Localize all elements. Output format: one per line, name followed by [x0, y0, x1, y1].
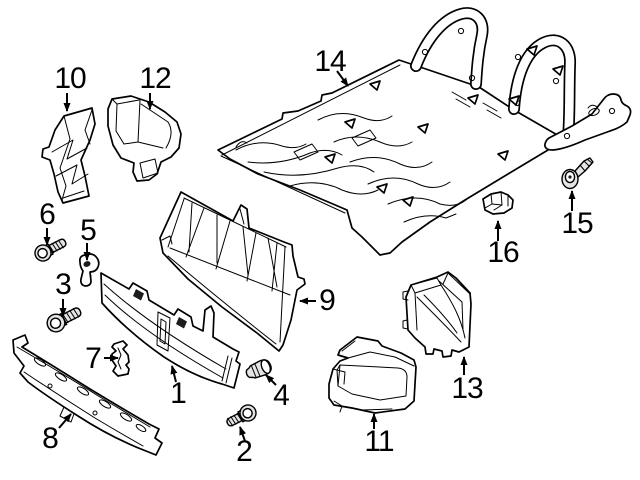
callout-8-arrow [58, 413, 72, 429]
part-5-clip-drawing [79, 253, 100, 287]
callout-label-15: 15 [561, 207, 593, 240]
callout-2-arrow [239, 426, 246, 442]
callout-label-9: 9 [319, 284, 336, 317]
part-3-screw-drawing [46, 307, 82, 333]
callout-label-3: 3 [55, 268, 72, 301]
callout-label-5: 5 [80, 214, 97, 247]
part-11-drawing [328, 336, 417, 414]
callout-4-arrow [265, 374, 277, 386]
part-15-rivet-drawing [561, 157, 594, 190]
part-9-drawing [159, 191, 306, 352]
callout-label-8: 8 [42, 422, 59, 455]
callout-label-11: 11 [364, 425, 394, 458]
callout-label-2: 2 [236, 435, 253, 468]
callout-1-arrow [170, 365, 178, 383]
part-2-screw-drawing [226, 404, 257, 427]
callout-label-16: 16 [487, 236, 519, 269]
callout-label-10: 10 [54, 62, 86, 95]
part-7-bracket-drawing [111, 340, 130, 377]
callout-14-arrow [336, 70, 349, 87]
callout-label-4: 4 [273, 379, 290, 412]
callout-label-1: 1 [170, 377, 187, 410]
callout-label-6: 6 [39, 198, 56, 231]
part-1-drawing [100, 272, 241, 389]
part-12-drawing [107, 95, 182, 182]
part-6-screw-drawing [34, 238, 67, 262]
callout-label-7: 7 [85, 342, 102, 375]
part-14-drawing [217, 7, 632, 256]
callout-label-14: 14 [314, 45, 346, 78]
part-13-drawing [402, 271, 472, 358]
callout-label-12: 12 [139, 62, 171, 95]
callout-arrows [43, 70, 576, 442]
part-16-clip-drawing [482, 191, 514, 215]
callout-label-13: 13 [451, 372, 483, 405]
part-8-drawing [12, 334, 163, 456]
part-10-drawing [41, 107, 96, 204]
part-4-grommet-drawing [245, 359, 272, 379]
